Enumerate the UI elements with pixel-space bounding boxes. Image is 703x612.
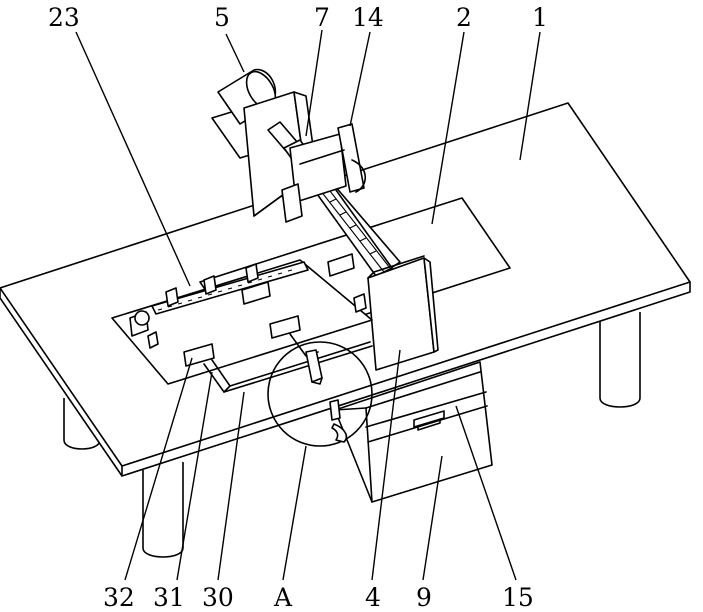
label-9: 9	[416, 583, 432, 612]
detail-a	[267, 341, 373, 447]
label-7: 7	[314, 3, 330, 32]
label-4: 4	[365, 583, 381, 612]
label-32: 32	[103, 583, 135, 612]
motor-assembly	[211, 68, 319, 217]
waste-box	[334, 361, 493, 503]
label-5: 5	[214, 3, 230, 32]
label-15: 15	[502, 583, 534, 612]
label-a: A	[273, 583, 293, 612]
reference-numerals: 23 5 7 14 2 1 32 31 30 A 4 9 15	[48, 3, 548, 612]
label-1: 1	[532, 3, 548, 32]
label-14: 14	[352, 3, 384, 32]
label-2: 2	[456, 3, 472, 32]
label-23: 23	[48, 3, 80, 32]
label-30: 30	[202, 583, 234, 612]
cutter-carriage	[281, 123, 367, 223]
upright-column	[367, 255, 439, 371]
leader-lines	[75, 29, 541, 581]
label-31: 31	[153, 583, 185, 612]
feed-rail	[111, 253, 373, 385]
